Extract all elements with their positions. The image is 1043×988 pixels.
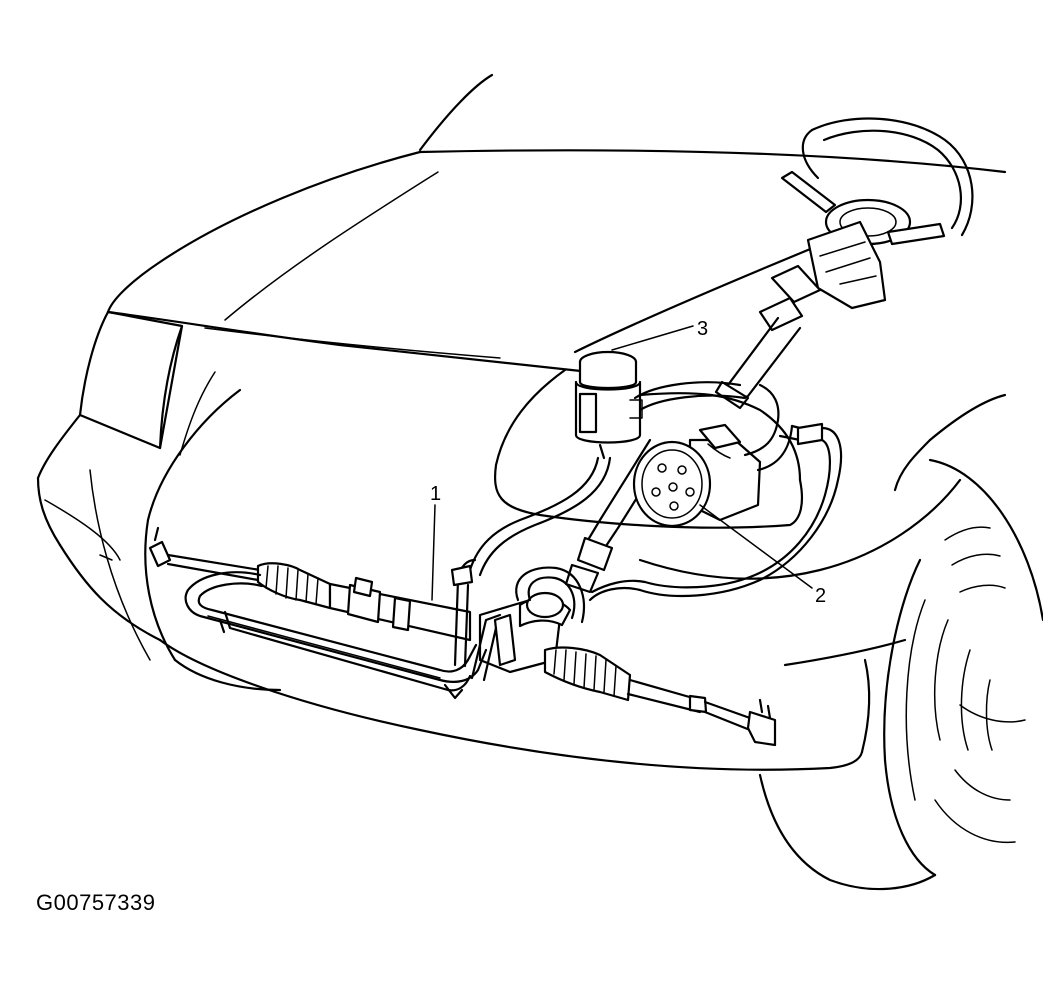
callout-2-leader bbox=[699, 504, 813, 589]
callout-3-label: 3 bbox=[697, 318, 708, 340]
car-body bbox=[36, 73, 1007, 771]
power-steering-pump bbox=[588, 381, 843, 602]
fluid-reservoir bbox=[468, 350, 643, 577]
figure-id-label: G00757339 bbox=[36, 890, 156, 915]
tire bbox=[758, 458, 1043, 891]
callout-group: 3 1 2 bbox=[430, 318, 826, 607]
steering-column bbox=[564, 117, 974, 594]
steering-gear-rack bbox=[148, 526, 777, 747]
callout-1-leader bbox=[431, 504, 436, 601]
callout-2-label: 2 bbox=[815, 585, 826, 607]
callout-3-leader bbox=[611, 325, 694, 351]
callout-1-label: 1 bbox=[430, 483, 441, 505]
engine-area-outline bbox=[494, 368, 804, 529]
